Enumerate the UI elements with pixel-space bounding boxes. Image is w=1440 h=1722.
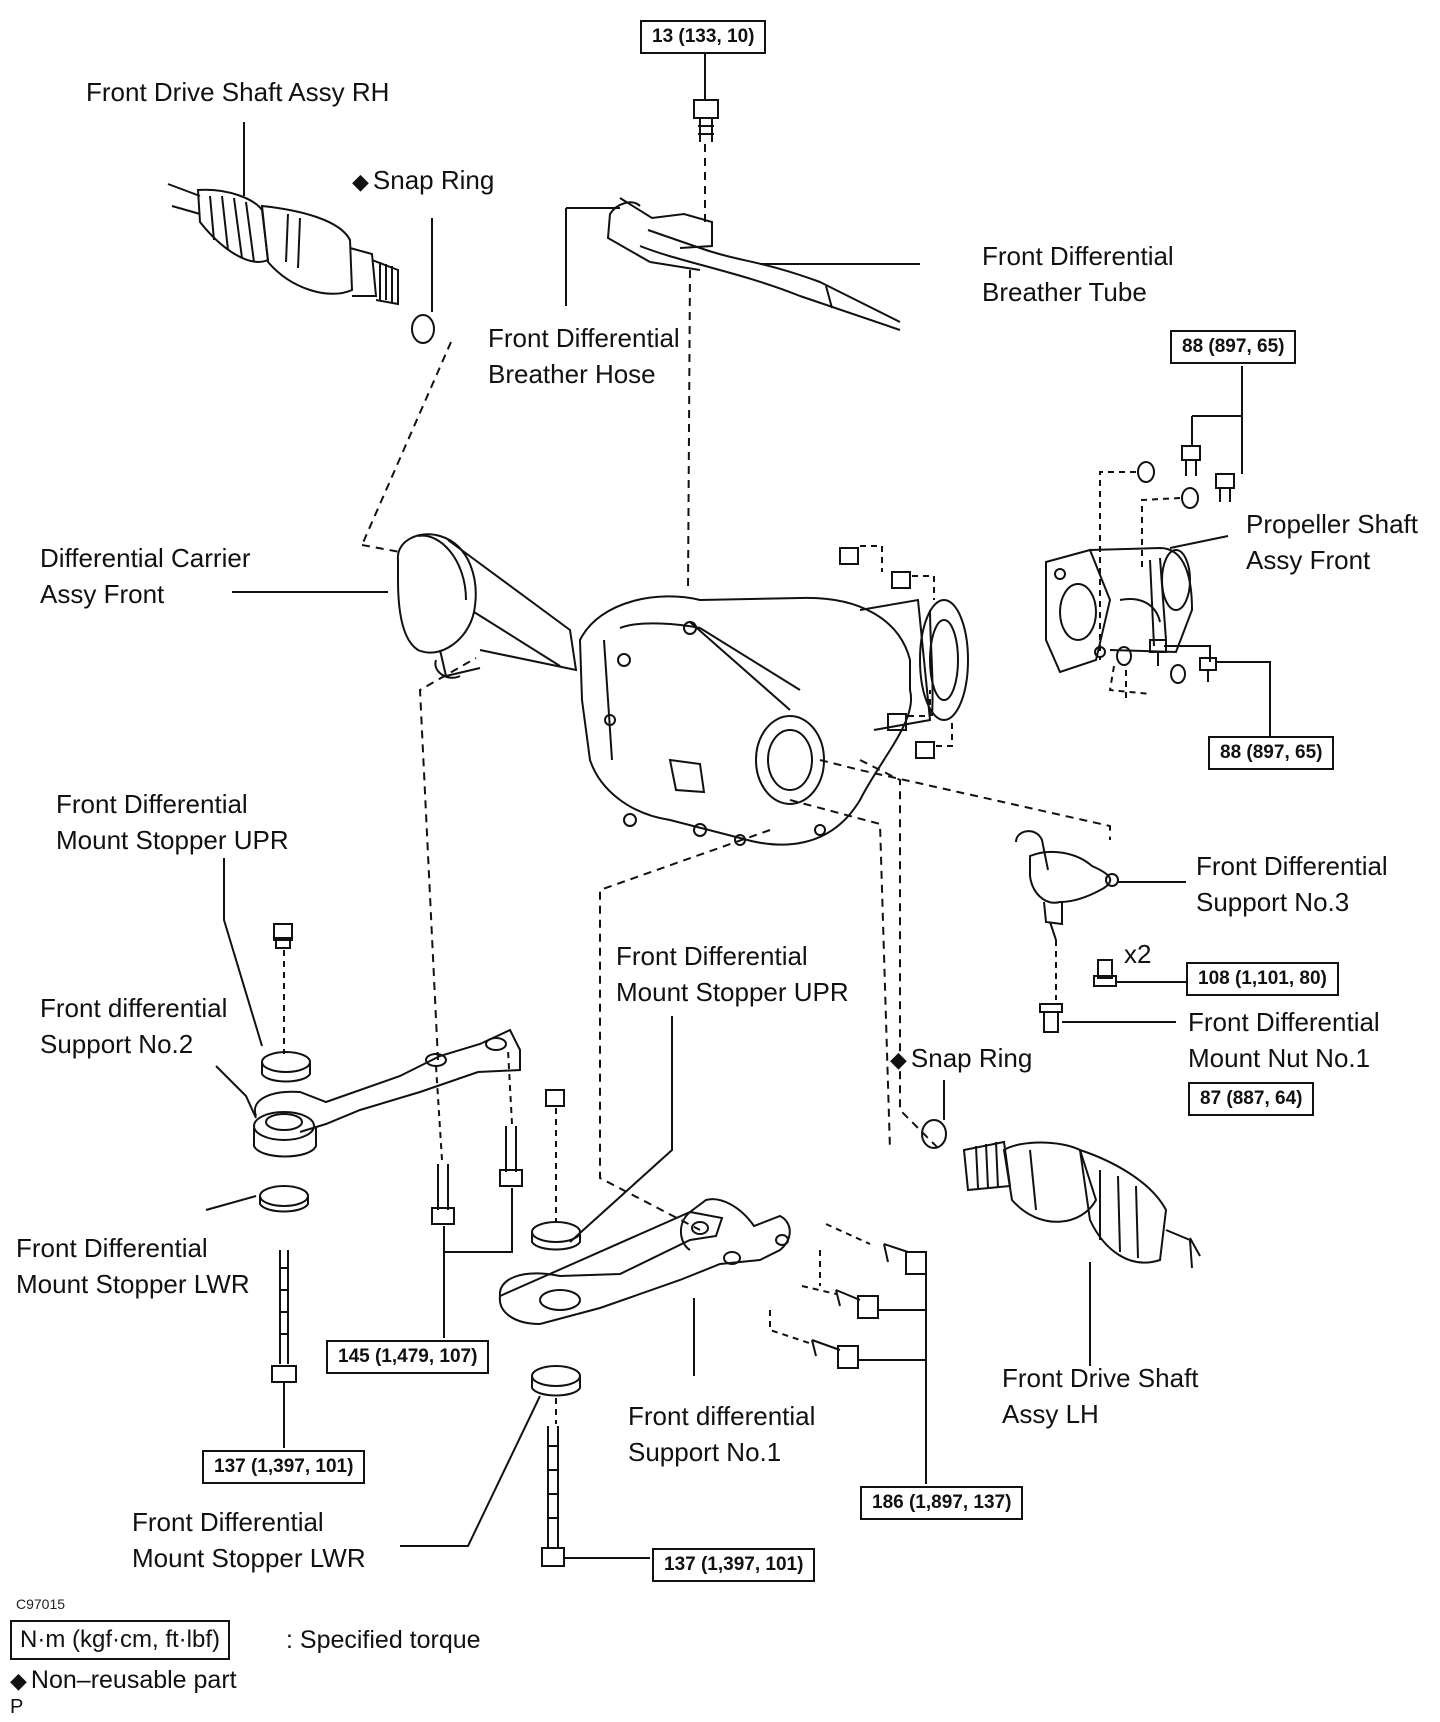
legend-nonreusable: ◆Non–reusable part <box>10 1666 237 1695</box>
support-no2-bolts <box>431 1126 523 1225</box>
torque-long-bolt-left: 137 (1,397, 101) <box>202 1450 366 1484</box>
label-mount-stopper-lwr-bottom: Front Differential Mount Stopper LWR <box>132 1504 366 1576</box>
torque-support-no1-bolts: 186 (1,897, 137) <box>860 1486 1024 1520</box>
torque-support-no2-bolts: 145 (1,479, 107) <box>326 1340 490 1374</box>
label-support-no3: Front Differential Support No.3 <box>1196 848 1388 920</box>
mount-stopper-lwr-bottom <box>531 1365 581 1397</box>
breather-hose-line2: Breather Hose <box>488 359 656 389</box>
label-mount-stopper-lwr-left: Front Differential Mount Stopper LWR <box>16 1230 250 1302</box>
nonreusable-icon: ◆ <box>352 169 369 194</box>
support-no1 <box>498 1198 791 1326</box>
mount-stopper-lwr-left-line2: Mount Stopper LWR <box>16 1269 250 1299</box>
label-snap-ring-lower: ◆Snap Ring <box>890 1040 1032 1078</box>
breather-tube-line2: Breather Tube <box>982 277 1147 307</box>
carrier-neck-nuts <box>839 545 953 759</box>
mount-stopper-lwr-bottom-line1: Front Differential <box>132 1507 324 1537</box>
mount-stopper-lwr-left-line1: Front Differential <box>16 1233 208 1263</box>
breather-bolt <box>693 99 719 142</box>
label-x2: x2 <box>1124 939 1152 969</box>
front-drive-shaft-rh <box>167 183 399 306</box>
label-breather-tube: Front Differential Breather Tube <box>982 238 1174 310</box>
mount-stopper-lwr-bottom-line2: Mount Stopper LWR <box>132 1543 366 1573</box>
label-mount-stopper-upr-left: Front Differential Mount Stopper UPR <box>56 786 289 858</box>
mount-stopper-lwr-left <box>259 1185 309 1213</box>
long-bolt-bottom <box>541 1426 565 1567</box>
support-no1-line1: Front differential <box>628 1401 816 1431</box>
propeller-bolts-lower <box>1116 639 1217 684</box>
torque-support-no3-bolt: 108 (1,101, 80) <box>1186 962 1339 996</box>
legend-torque-desc: : Specified torque <box>286 1626 481 1654</box>
snap-ring-top-text: Snap Ring <box>372 165 495 195</box>
legend-nonreusable-text: Non–reusable part <box>30 1666 237 1694</box>
breather-hose-line1: Front Differential <box>488 323 680 353</box>
nonreusable-icon: ◆ <box>10 1668 27 1693</box>
mount-stopper-upr-left-line2: Mount Stopper UPR <box>56 825 289 855</box>
snap-ring-top <box>411 314 435 344</box>
support-no1-bolts <box>811 1243 927 1369</box>
support-no2-line1: Front differential <box>40 993 228 1023</box>
nonreusable-icon: ◆ <box>890 1047 907 1072</box>
label-support-no1: Front differential Support No.1 <box>628 1398 815 1470</box>
front-drive-shaft-lh-line2: Assy LH <box>1002 1399 1099 1429</box>
footer-letter: P <box>10 1696 24 1718</box>
front-drive-shaft-lh <box>962 1140 1201 1269</box>
support-no2-nut <box>273 923 293 949</box>
propeller-shaft-line1: Propeller Shaft <box>1246 509 1418 539</box>
legend-torque-unit: N·m (kgf·cm, ft·lbf) <box>10 1620 230 1660</box>
support-no1-line2: Support No.1 <box>628 1437 782 1467</box>
support-no3 <box>1015 830 1119 941</box>
mount-nut-no1 <box>1039 1003 1063 1033</box>
label-snap-ring-top: ◆Snap Ring <box>352 162 494 200</box>
support-no3-line1: Front Differential <box>1196 851 1388 881</box>
torque-breather-bolt: 13 (133, 10) <box>640 20 767 54</box>
support-no2 <box>253 1028 521 1158</box>
torque-mount-nut: 87 (887, 64) <box>1188 1082 1315 1116</box>
mount-stopper-upr-left-line1: Front Differential <box>56 789 248 819</box>
mount-nut-no1-line1: Front Differential <box>1188 1007 1380 1037</box>
torque-long-bolt-bottom: 137 (1,397, 101) <box>652 1548 816 1582</box>
torque-propeller-upper: 88 (897, 65) <box>1170 330 1297 364</box>
snap-ring-lower <box>921 1119 947 1149</box>
label-mount-stopper-upr-mid: Front Differential Mount Stopper UPR <box>616 938 849 1010</box>
differential-carrier-line1: Differential Carrier <box>40 543 251 573</box>
mount-stopper-upr-mid-line2: Mount Stopper UPR <box>616 977 849 1007</box>
label-propeller-shaft: Propeller Shaft Assy Front <box>1246 506 1418 578</box>
support-no2-washer <box>261 1051 311 1083</box>
label-front-drive-shaft-rh: Front Drive Shaft Assy RH <box>86 77 390 107</box>
support-no3-line2: Support No.3 <box>1196 887 1350 917</box>
propeller-shaft-line2: Assy Front <box>1246 545 1371 575</box>
front-drive-shaft-lh-line1: Front Drive Shaft <box>1002 1363 1199 1393</box>
label-differential-carrier: Differential Carrier Assy Front <box>40 540 250 612</box>
figure-code: C97015 <box>16 1596 66 1612</box>
snap-ring-lower-text: Snap Ring <box>910 1043 1033 1073</box>
breather-tube <box>606 197 901 331</box>
label-mount-nut-no1: Front Differential Mount Nut No.1 <box>1188 1004 1380 1076</box>
differential-carrier <box>396 533 969 846</box>
long-bolt-left <box>271 1250 297 1383</box>
mount-nut-no1-line2: Mount Nut No.1 <box>1188 1043 1371 1073</box>
mount-stopper-upr-mid-line1: Front Differential <box>616 941 808 971</box>
support-no2-line2: Support No.2 <box>40 1029 194 1059</box>
breather-tube-line1: Front Differential <box>982 241 1174 271</box>
label-breather-hose: Front Differential Breather Hose <box>488 320 680 392</box>
propeller-bolts-upper <box>1137 445 1235 509</box>
label-front-drive-shaft-lh: Front Drive Shaft Assy LH <box>1002 1360 1199 1432</box>
support-no3-bolt <box>1093 959 1117 987</box>
label-support-no2: Front differential Support No.2 <box>40 990 227 1062</box>
propeller-shaft <box>1045 546 1194 674</box>
torque-propeller-lower: 88 (897, 65) <box>1208 736 1335 770</box>
differential-carrier-line2: Assy Front <box>40 579 165 609</box>
